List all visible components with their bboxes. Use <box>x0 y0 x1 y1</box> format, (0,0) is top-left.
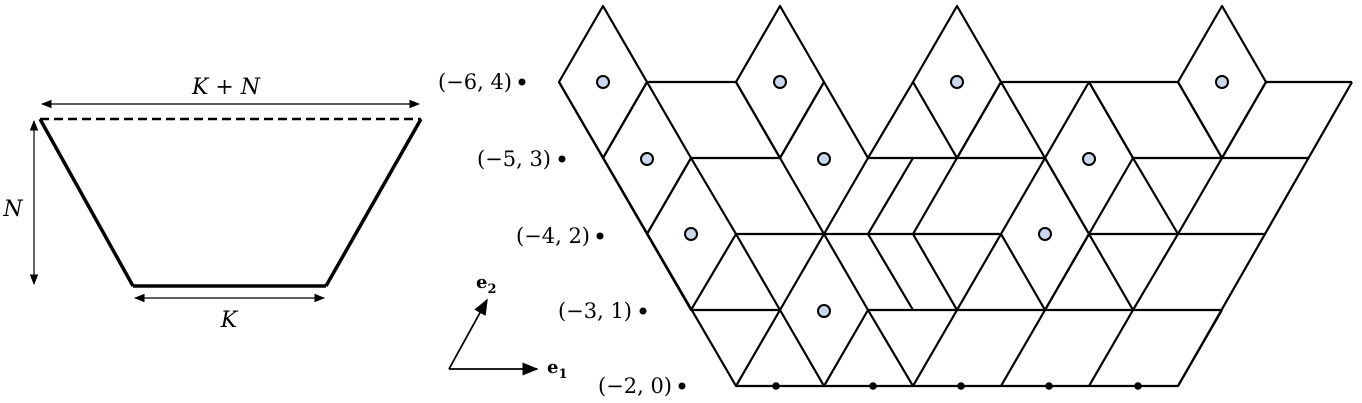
tile-edge <box>1132 157 1179 235</box>
tile-edge <box>867 157 914 235</box>
row-label: (−6, 4) <box>438 70 512 94</box>
tile-edge <box>1088 81 1134 159</box>
e2-label: e2 <box>476 272 497 297</box>
row-label-dot <box>678 382 686 390</box>
trapezoid-figure: K + N N K <box>2 75 423 333</box>
label-k: K <box>220 308 239 333</box>
lozenge-marker <box>640 152 654 166</box>
row-labels: (−6, 4) (−5, 3) (−4, 2) (−3, 1) (−2, 0) <box>438 70 686 398</box>
row-label: (−2, 0) <box>598 374 672 398</box>
lozenge-marker <box>596 75 610 89</box>
tile-edge <box>1000 81 1046 159</box>
tile-edge <box>867 309 914 387</box>
e2-arrow <box>448 298 488 370</box>
trapezoid-left-side <box>38 118 135 287</box>
bottom-point <box>1134 382 1142 390</box>
trapezoid-right-side <box>324 118 423 287</box>
bottom-point <box>957 382 965 390</box>
tile-edge <box>735 81 781 159</box>
row-label-dot <box>639 307 647 315</box>
tile-edge <box>912 309 958 387</box>
bottom-point <box>1045 382 1053 390</box>
row-label: (−5, 3) <box>477 147 551 171</box>
tile-edge <box>867 81 914 159</box>
row-label-dot <box>518 78 526 86</box>
tile-edge <box>1044 233 1090 311</box>
bottom-points <box>772 382 1142 390</box>
tile-edge <box>912 157 958 235</box>
tile-edge <box>1132 233 1179 311</box>
tile-edge <box>1088 233 1134 311</box>
lozenge-marker <box>1215 75 1229 89</box>
lozenge-marker <box>684 227 698 241</box>
lozenge-marker <box>773 75 787 89</box>
tile-edge <box>1177 157 1223 235</box>
lozenge-markers <box>596 75 1229 318</box>
label-n: N <box>2 197 23 222</box>
row-label: (−3, 1) <box>558 299 632 323</box>
tile-edge <box>1177 309 1223 387</box>
tile-edge <box>1221 81 1267 159</box>
lozenge-marker <box>817 304 831 318</box>
lozenge-vertical <box>778 232 870 388</box>
tile-edge <box>735 233 781 311</box>
tile-edge <box>1177 81 1223 159</box>
lozenge-marker <box>1038 227 1052 241</box>
tile-edge <box>956 233 1002 311</box>
tile-edge <box>1000 309 1046 387</box>
lozenge-tiling <box>557 4 1353 388</box>
tile-edge <box>956 81 1002 159</box>
tile-edge <box>912 233 958 311</box>
row-label-dot <box>596 232 604 240</box>
lozenge-marker <box>817 152 831 166</box>
lozenge-marker <box>1082 152 1096 166</box>
tile-edge <box>735 309 781 387</box>
bottom-point <box>869 382 877 390</box>
row-label-dot <box>558 155 566 163</box>
tile-edge <box>867 233 914 311</box>
e1-label: e1 <box>547 357 568 382</box>
bottom-point <box>772 382 780 390</box>
label-k-plus-n: K + N <box>191 75 261 100</box>
row-label: (−4, 2) <box>516 224 590 248</box>
tile-edge <box>1088 309 1134 387</box>
lozenge-marker <box>950 75 964 89</box>
basis-vectors: e2 e1 <box>448 272 568 382</box>
